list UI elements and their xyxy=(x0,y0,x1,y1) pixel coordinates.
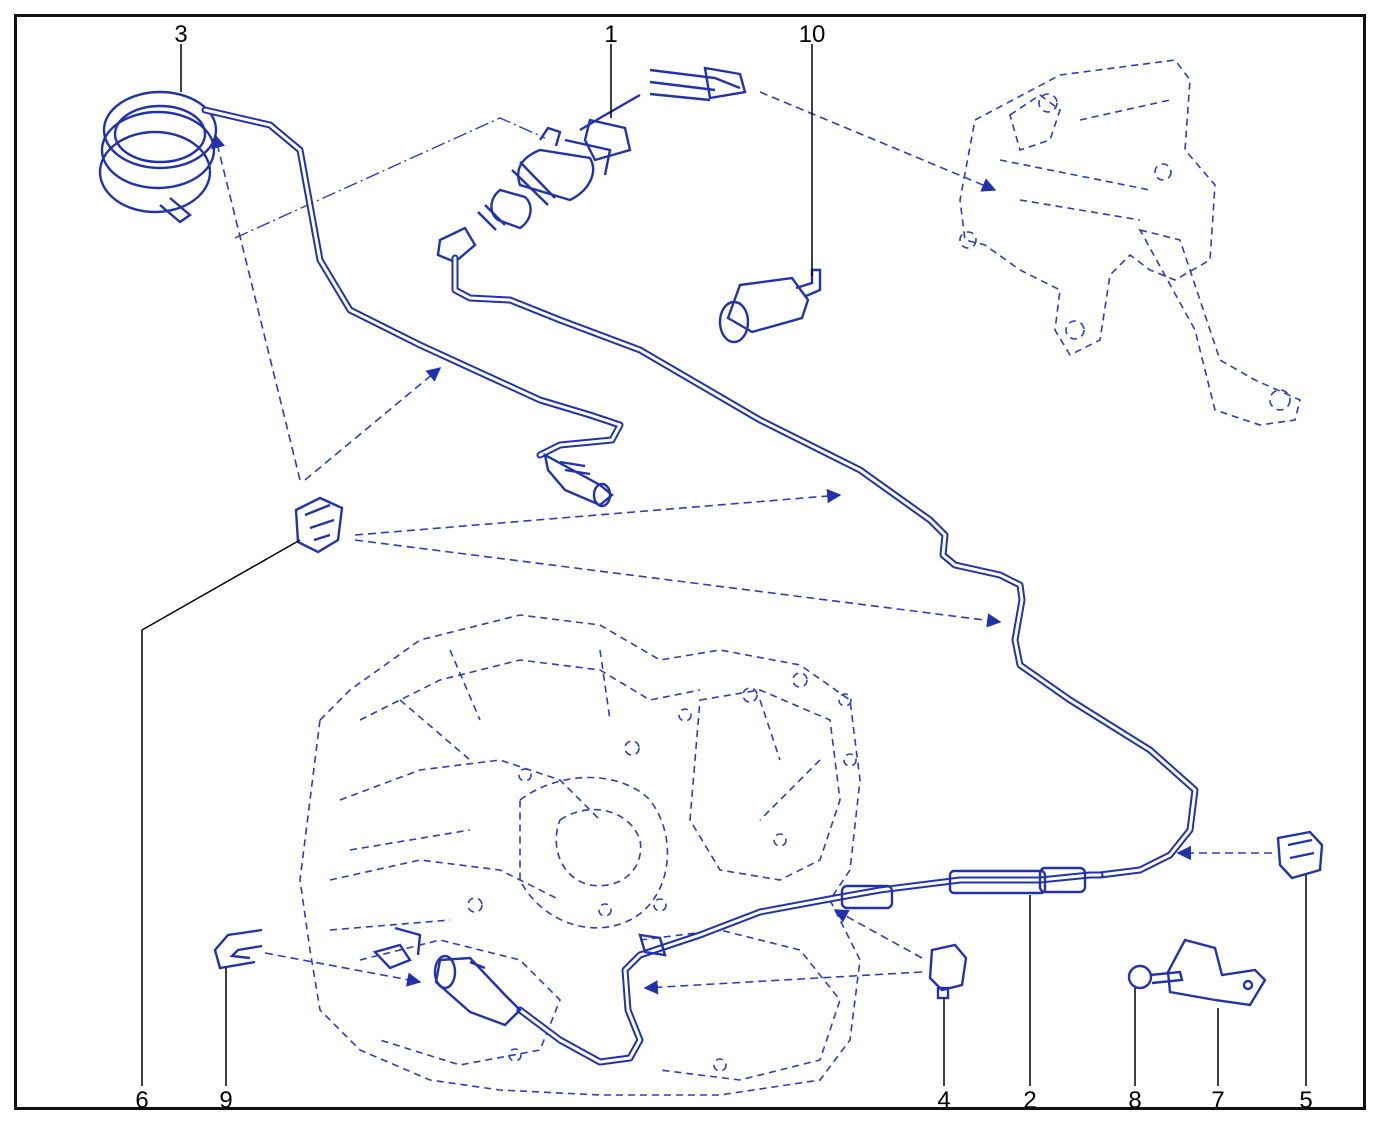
callout-7: 7 xyxy=(1211,1087,1224,1114)
bolt-part-8 xyxy=(1127,964,1184,990)
clip-part-4 xyxy=(928,943,968,1000)
diagram-frame xyxy=(14,14,1366,1110)
callout-3: 3 xyxy=(174,21,187,48)
clip-part-5 xyxy=(1276,830,1324,880)
transmission-ghost xyxy=(299,614,861,1096)
clutch-line xyxy=(516,866,1104,1066)
retaining-clip-part-9 xyxy=(213,928,263,970)
master-cylinder xyxy=(436,66,1199,879)
pedal-assembly-ghost xyxy=(959,59,1301,426)
tool-sleeve xyxy=(718,268,822,344)
clip-part-6 xyxy=(294,496,344,554)
leader-lines xyxy=(141,44,1307,1086)
callout-8: 8 xyxy=(1128,1087,1141,1114)
bracket-part-7 xyxy=(1166,938,1267,1007)
callout-2: 2 xyxy=(1023,1087,1036,1114)
callout-5: 5 xyxy=(1299,1087,1312,1114)
callout-10: 10 xyxy=(799,21,826,48)
callout-9: 9 xyxy=(219,1087,232,1114)
assembly-arrows xyxy=(211,91,1272,995)
callout-6: 6 xyxy=(135,1087,148,1114)
supply-hose-coil xyxy=(98,90,624,508)
callout-4: 4 xyxy=(937,1087,950,1114)
callout-1: 1 xyxy=(604,21,617,48)
slave-cylinder xyxy=(372,926,522,1027)
